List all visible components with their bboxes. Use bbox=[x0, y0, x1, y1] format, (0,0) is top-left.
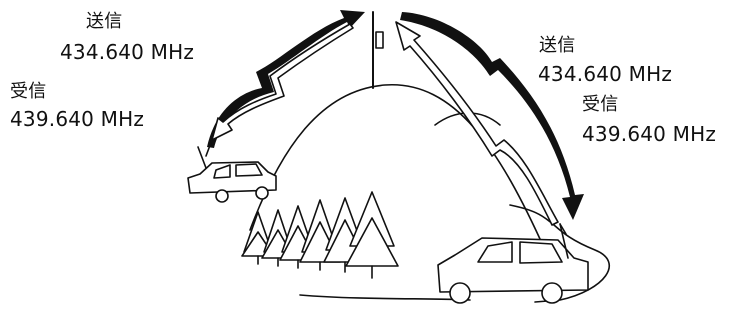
right-transmit-frequency: 434.640 MHz bbox=[538, 62, 672, 86]
left-receive-frequency: 439.640 MHz bbox=[10, 107, 144, 131]
repeater-antenna bbox=[373, 12, 383, 88]
pine-forest bbox=[242, 192, 398, 278]
left-transmit-kind: 送信 bbox=[86, 10, 122, 34]
car-right bbox=[438, 224, 588, 303]
right-receive-frequency: 439.640 MHz bbox=[582, 122, 716, 146]
ground-line bbox=[300, 295, 470, 300]
car-left bbox=[188, 147, 276, 202]
left-receive-kind: 受信 bbox=[10, 80, 46, 104]
right-transmit-kind: 送信 bbox=[539, 34, 575, 58]
left-transmit-frequency: 434.640 MHz bbox=[60, 40, 194, 64]
downlink-arrow-left bbox=[212, 24, 353, 140]
right-receive-kind: 受信 bbox=[582, 93, 618, 117]
pine-tree bbox=[346, 192, 398, 278]
